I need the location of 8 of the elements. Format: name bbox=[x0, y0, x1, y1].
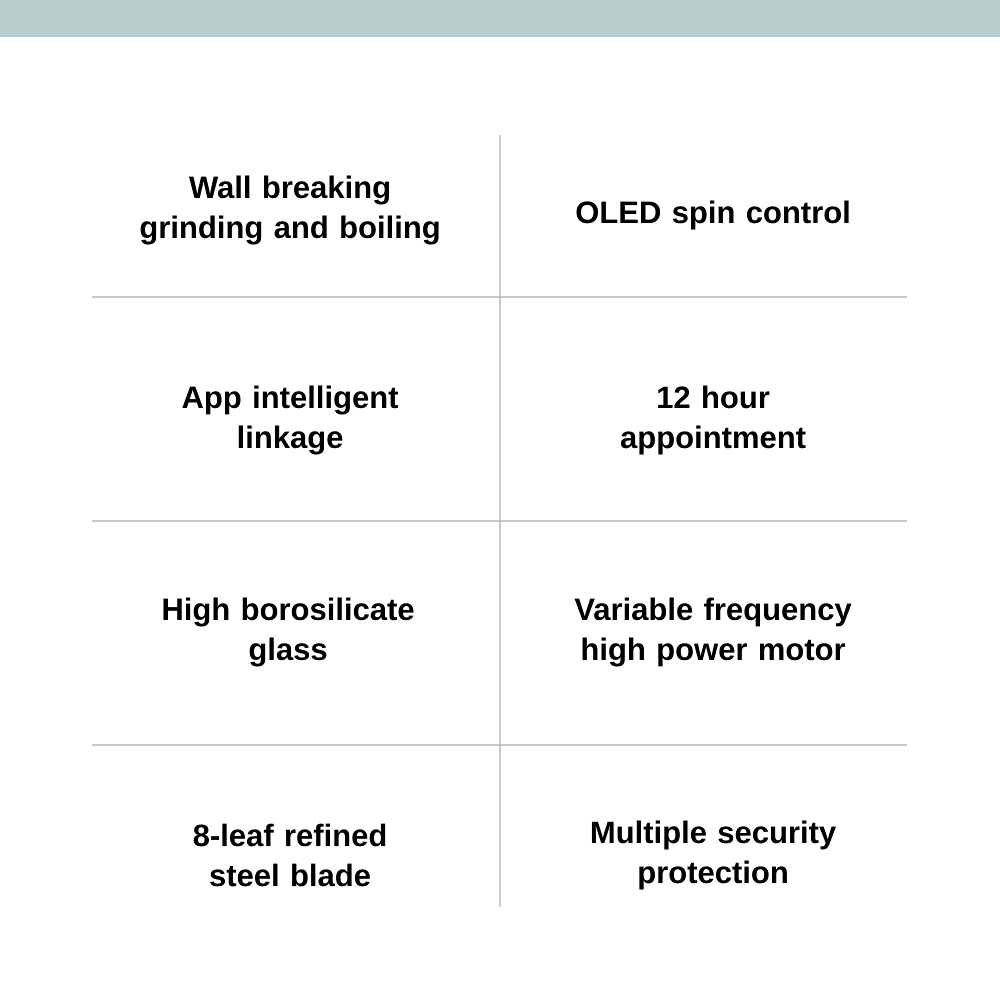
feature-text: 8-leaf refined steel blade bbox=[194, 824, 386, 886]
feature-text: Variable frequency high power motor bbox=[574, 597, 852, 667]
feature-text: OLED spin control bbox=[576, 200, 849, 230]
feature-text: High borosilicate glass bbox=[163, 597, 414, 667]
feature-text: Multiple security protection bbox=[592, 820, 836, 890]
feature-text: Wall breaking grinding and boiling bbox=[140, 175, 439, 245]
feature-text: App intelligent linkage bbox=[182, 385, 398, 455]
feature-text: 12 hour appointment bbox=[620, 386, 806, 454]
